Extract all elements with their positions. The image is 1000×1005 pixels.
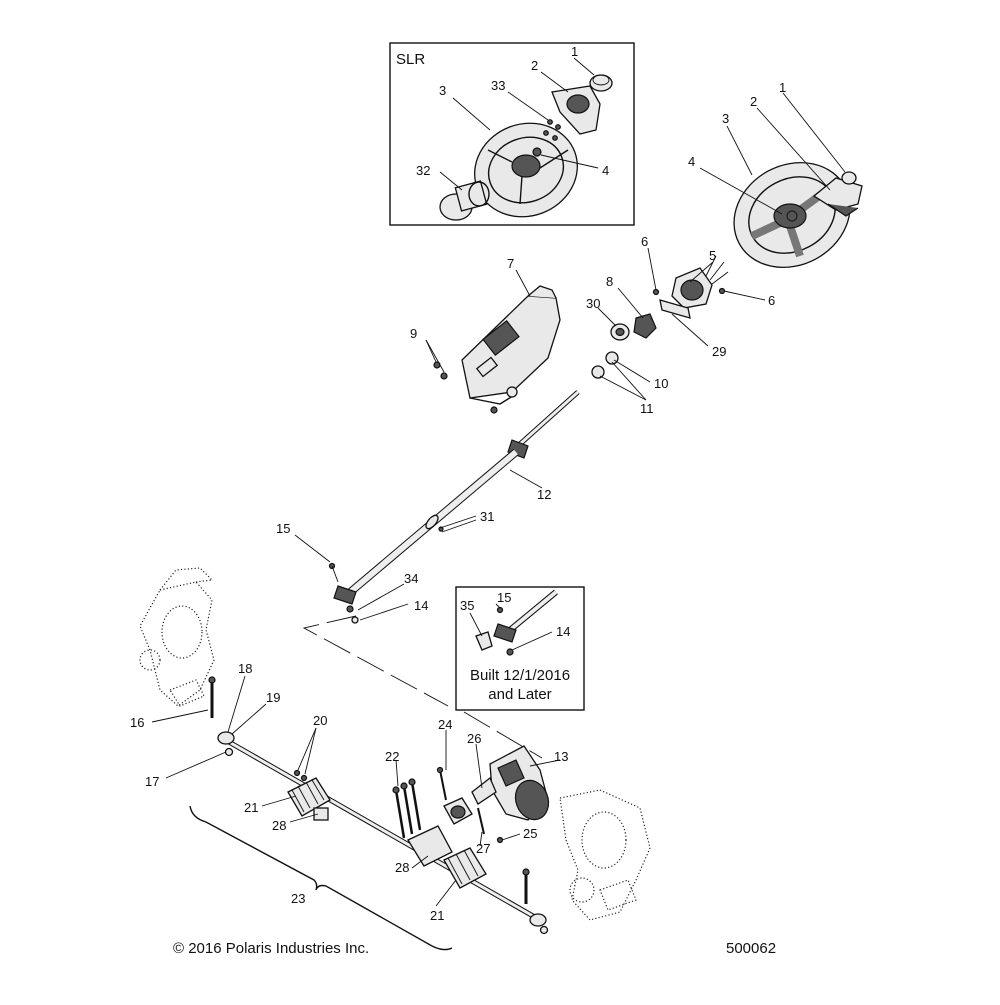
callout-4-slr: 4 [602,163,609,178]
pinion-assembly [392,766,485,839]
center-cap [841,171,857,185]
steering-column [433,285,561,414]
callout-2-slr: 2 [531,58,538,73]
assembly-bracket-23 [189,805,453,951]
bracket-7 [659,299,691,319]
slr-steering-wheel [474,122,578,218]
callout-35: 35 [460,598,474,613]
callout-18: 18 [238,661,252,676]
callout-33: 33 [491,78,505,93]
callout-2: 2 [750,94,757,109]
callout-31: 31 [480,509,494,524]
callout-4: 4 [688,154,695,169]
callout-17: 17 [145,774,159,789]
callout-3-slr: 3 [439,83,446,98]
slr-inset-title: SLR [396,51,425,68]
copyright: © 2016 Polaris Industries Inc. [173,940,369,957]
callout-30: 8 [606,274,613,289]
callout-23: 23 [291,891,305,906]
callout-21-left: 21 [244,800,258,815]
callout-6-top: 6 [641,234,648,249]
slr-hub-adapter [439,180,490,221]
screw-6b [718,287,726,295]
slr-center-cap [589,74,613,92]
steering-wheel [733,161,851,269]
callout-9: 9 [410,326,417,341]
callout-28-left: 28 [272,818,286,833]
gear-housing [407,825,453,867]
callout-13: 13 [554,749,568,764]
slr-inset: SLR [389,42,635,226]
left-steering-knuckle [139,567,215,707]
callout-25: 25 [523,826,537,841]
callout-3: 3 [722,111,729,126]
callout-15-inset: 15 [497,590,511,605]
callout-14: 14 [414,598,428,613]
horn-cover [812,177,863,217]
callout-14-inset: 14 [556,624,570,639]
callout-22: 22 [385,749,399,764]
callout-1-slr: 1 [571,44,578,59]
built-inset-line2: and Later [488,686,551,703]
callout-15: 15 [276,521,290,536]
bolt-9a [440,372,448,380]
slr-nut [532,147,542,157]
callout-29: 30 [586,296,600,311]
callout-34: 34 [404,571,418,586]
callout-11: 11 [640,401,654,416]
callout-5: 5 [709,248,716,263]
diagram-number: 500062 [726,940,776,957]
steering-shaft [328,390,580,624]
callout-26: 26 [467,731,481,746]
slr-inset-frame [389,42,635,226]
callout-19: 19 [266,690,280,705]
callout-24: 24 [438,717,452,732]
callout-28-right: 28 [395,860,409,875]
built-inset-line1: Built 12/1/2016 [470,667,570,684]
switch-assembly [652,255,729,319]
callout-10: 10 [654,376,668,391]
callout-1: 1 [779,80,786,95]
bracket-26 [471,776,497,805]
cam-and-knob [610,313,657,341]
slr-screws [543,119,561,141]
tie-rod-end-right [529,913,547,927]
slr-horn-cover [551,85,601,135]
right-steering-knuckle [559,789,651,921]
built-inset: 15 35 14 Built 12/1/2016 and Later [455,586,585,711]
callout-8: 7 [507,256,514,271]
eps-motor [471,745,550,844]
wheel-nut [786,210,798,222]
screw-6a [652,288,660,296]
callout-21-right: 21 [430,908,444,923]
built-inset-frame [455,586,585,711]
tie-rod-end-left [217,731,235,745]
callout-12: 12 [537,487,551,502]
bolt-25 [496,836,504,844]
callout-7: 29 [712,344,726,359]
callout-32: 32 [416,163,430,178]
boot-right [443,847,487,889]
callout-16: 16 [130,715,144,730]
steering-rack [208,676,549,935]
callout-6-right: 6 [768,293,775,308]
callout-27: 27 [476,841,490,856]
callout-20: 20 [313,713,327,728]
